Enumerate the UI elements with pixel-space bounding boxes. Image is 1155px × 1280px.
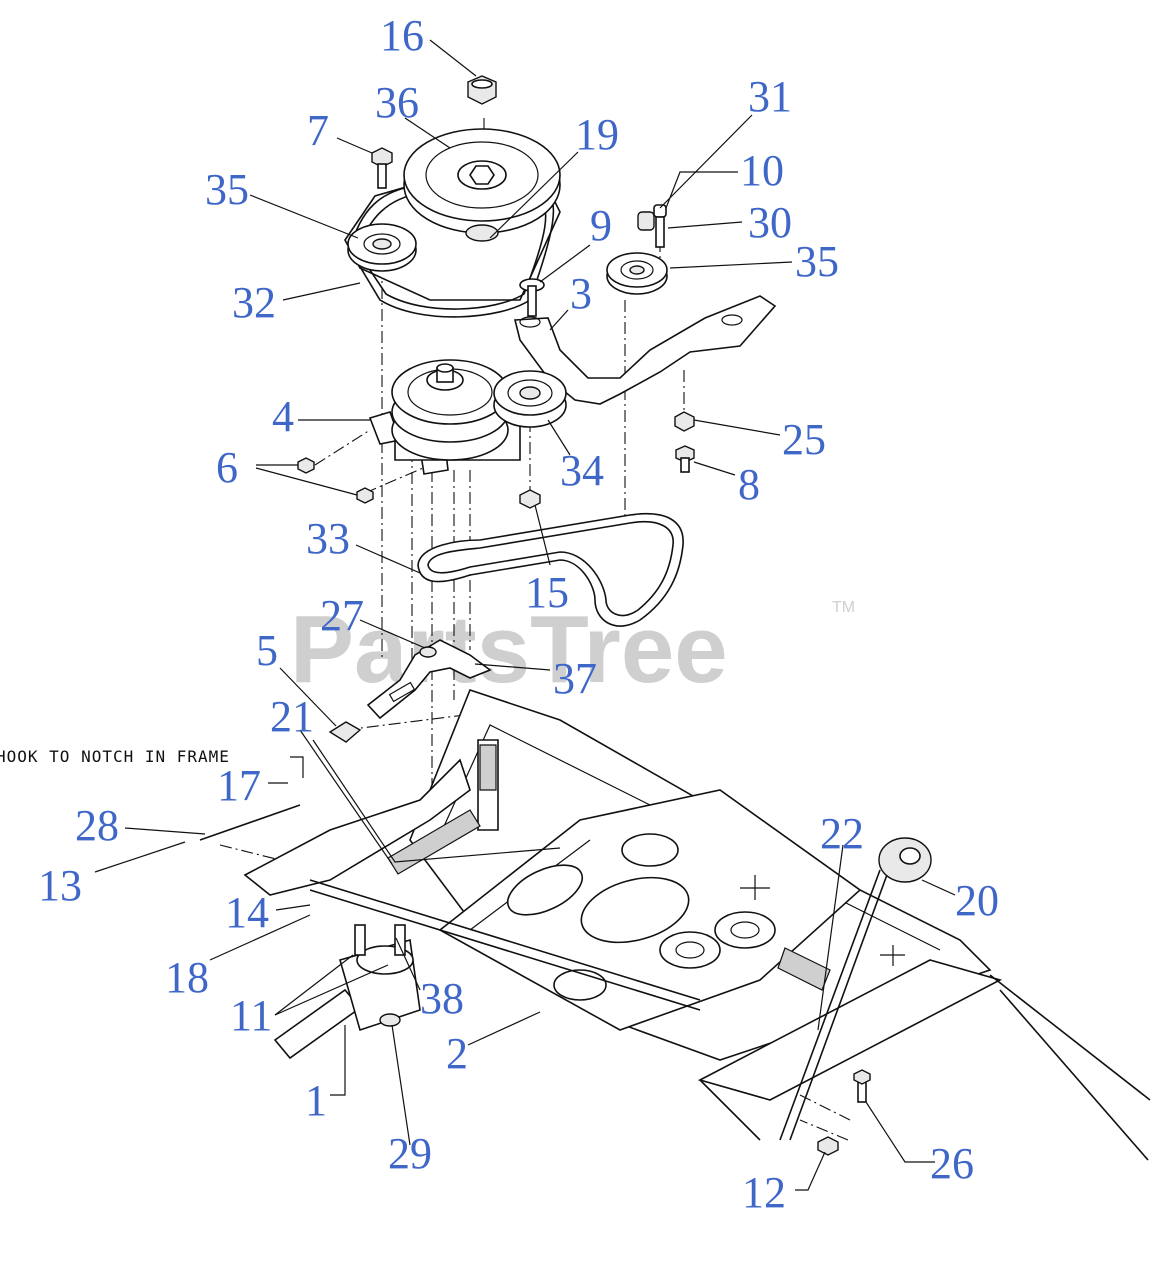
callout-26: 26	[930, 1139, 974, 1188]
callout-35-right: 35	[795, 237, 839, 286]
callout-32: 32	[232, 278, 276, 327]
callout-38: 38	[420, 974, 464, 1023]
callout-33: 33	[306, 514, 350, 563]
watermark-trademark: TM	[832, 599, 855, 616]
transmission-axle	[273, 924, 421, 1060]
callout-6: 6	[216, 443, 238, 492]
idler-pulley-34	[493, 370, 567, 428]
note-hook-to-notch: HOOK TO NOTCH IN FRAME	[0, 747, 230, 766]
callout-13: 13	[38, 861, 82, 910]
callout-18: 18	[165, 953, 209, 1002]
callout-5: 5	[256, 626, 278, 675]
callout-19: 19	[575, 110, 619, 159]
electric-clutch-pulley	[368, 359, 521, 475]
callout-31: 31	[748, 72, 792, 121]
callout-35-left: 35	[205, 165, 249, 214]
callout-29: 29	[388, 1129, 432, 1178]
callout-14: 14	[225, 888, 269, 937]
callout-36: 36	[375, 78, 419, 127]
callout-30: 30	[748, 198, 792, 247]
callout-28: 28	[75, 801, 119, 850]
callout-9: 9	[590, 201, 612, 250]
drive-belt-33	[417, 513, 684, 627]
callout-34: 34	[560, 446, 604, 495]
watermark: PartsTree	[290, 596, 728, 703]
callout-7: 7	[307, 106, 329, 155]
callout-25: 25	[782, 415, 826, 464]
callout-10: 10	[740, 146, 784, 195]
idler-pulley-35-left	[347, 223, 417, 272]
callout-22: 22	[820, 809, 864, 858]
callout-20: 20	[955, 876, 999, 925]
callout-27: 27	[320, 591, 364, 640]
callout-numbers: 16 36 7 19 31 10 35 30 9 35 32 3 4 25 6 …	[38, 11, 999, 1217]
bolt-5	[328, 721, 362, 743]
callout-17: 17	[217, 761, 261, 810]
callout-16: 16	[380, 11, 424, 60]
upper-right-parts	[519, 204, 668, 317]
hex-nut-16	[467, 75, 497, 105]
callout-37: 37	[553, 654, 597, 703]
tractor-frame	[199, 689, 1151, 1161]
pulley-36	[403, 128, 561, 242]
callout-3: 3	[570, 269, 592, 318]
callout-15: 15	[525, 568, 569, 617]
callout-11: 11	[230, 991, 272, 1040]
hardware-small	[297, 411, 695, 509]
idler-arm-3	[513, 295, 777, 405]
callout-12: 12	[742, 1168, 786, 1217]
callout-1: 1	[305, 1076, 327, 1125]
leader-lines	[94, 39, 956, 1191]
upper-pulley-assembly	[344, 75, 561, 318]
callout-8: 8	[738, 460, 760, 509]
bolt-7	[371, 147, 393, 189]
shift-lever	[777, 837, 932, 1156]
callout-21: 21	[270, 692, 314, 741]
callout-4: 4	[272, 392, 294, 441]
callout-2: 2	[446, 1029, 468, 1078]
